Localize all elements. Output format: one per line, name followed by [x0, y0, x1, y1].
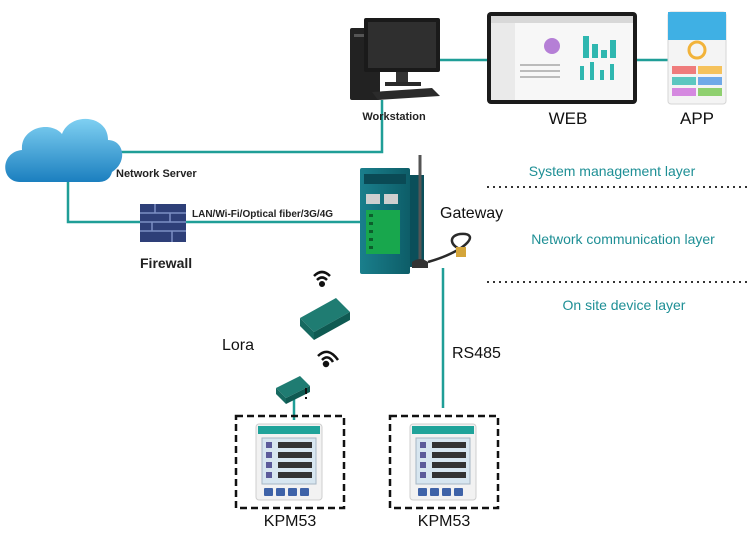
firewall-icon	[140, 204, 186, 242]
lora-label: Lora	[222, 337, 254, 354]
line-cloud-firewall	[66, 182, 140, 224]
uplink-label: LAN/Wi-Fi/Optical fiber/3G/4G	[192, 209, 333, 220]
lora-module-small-icon	[276, 376, 310, 404]
web-screen-icon	[487, 12, 637, 104]
rs485-label: RS485	[452, 345, 501, 362]
cloud-icon	[5, 118, 123, 182]
workstation-icon	[350, 18, 440, 100]
antenna-cable	[427, 232, 472, 264]
layer-on-site-device: On site device layer	[563, 297, 686, 313]
workstation-label: Workstation	[362, 111, 426, 123]
wifi-signal-bottom-icon	[317, 350, 340, 368]
layer-network-communication: Network communication layer	[531, 231, 715, 247]
layer-separators	[487, 186, 748, 283]
gateway-icon	[360, 155, 472, 274]
connection-lines	[66, 58, 668, 420]
meter-right-label: KPM53	[418, 513, 471, 530]
meter-right-icon	[409, 423, 477, 501]
signal-dots	[305, 388, 307, 399]
meter-left-label: KPM53	[264, 513, 317, 530]
app-label: APP	[680, 109, 714, 128]
gateway-label: Gateway	[440, 205, 503, 222]
web-label: WEB	[549, 109, 588, 128]
meter-left-icon	[255, 423, 323, 501]
layer-system-management: System management layer	[529, 163, 696, 179]
line-server-workstation	[110, 100, 384, 154]
app-screen-icon	[667, 11, 727, 105]
wifi-signal-top-icon	[313, 270, 331, 288]
firewall-label: Firewall	[140, 255, 192, 271]
meter-left-frame	[234, 414, 346, 510]
lora-module-large-icon	[300, 298, 350, 340]
network-server-label: Network Server	[116, 168, 197, 180]
meter-right-frame	[388, 414, 500, 510]
